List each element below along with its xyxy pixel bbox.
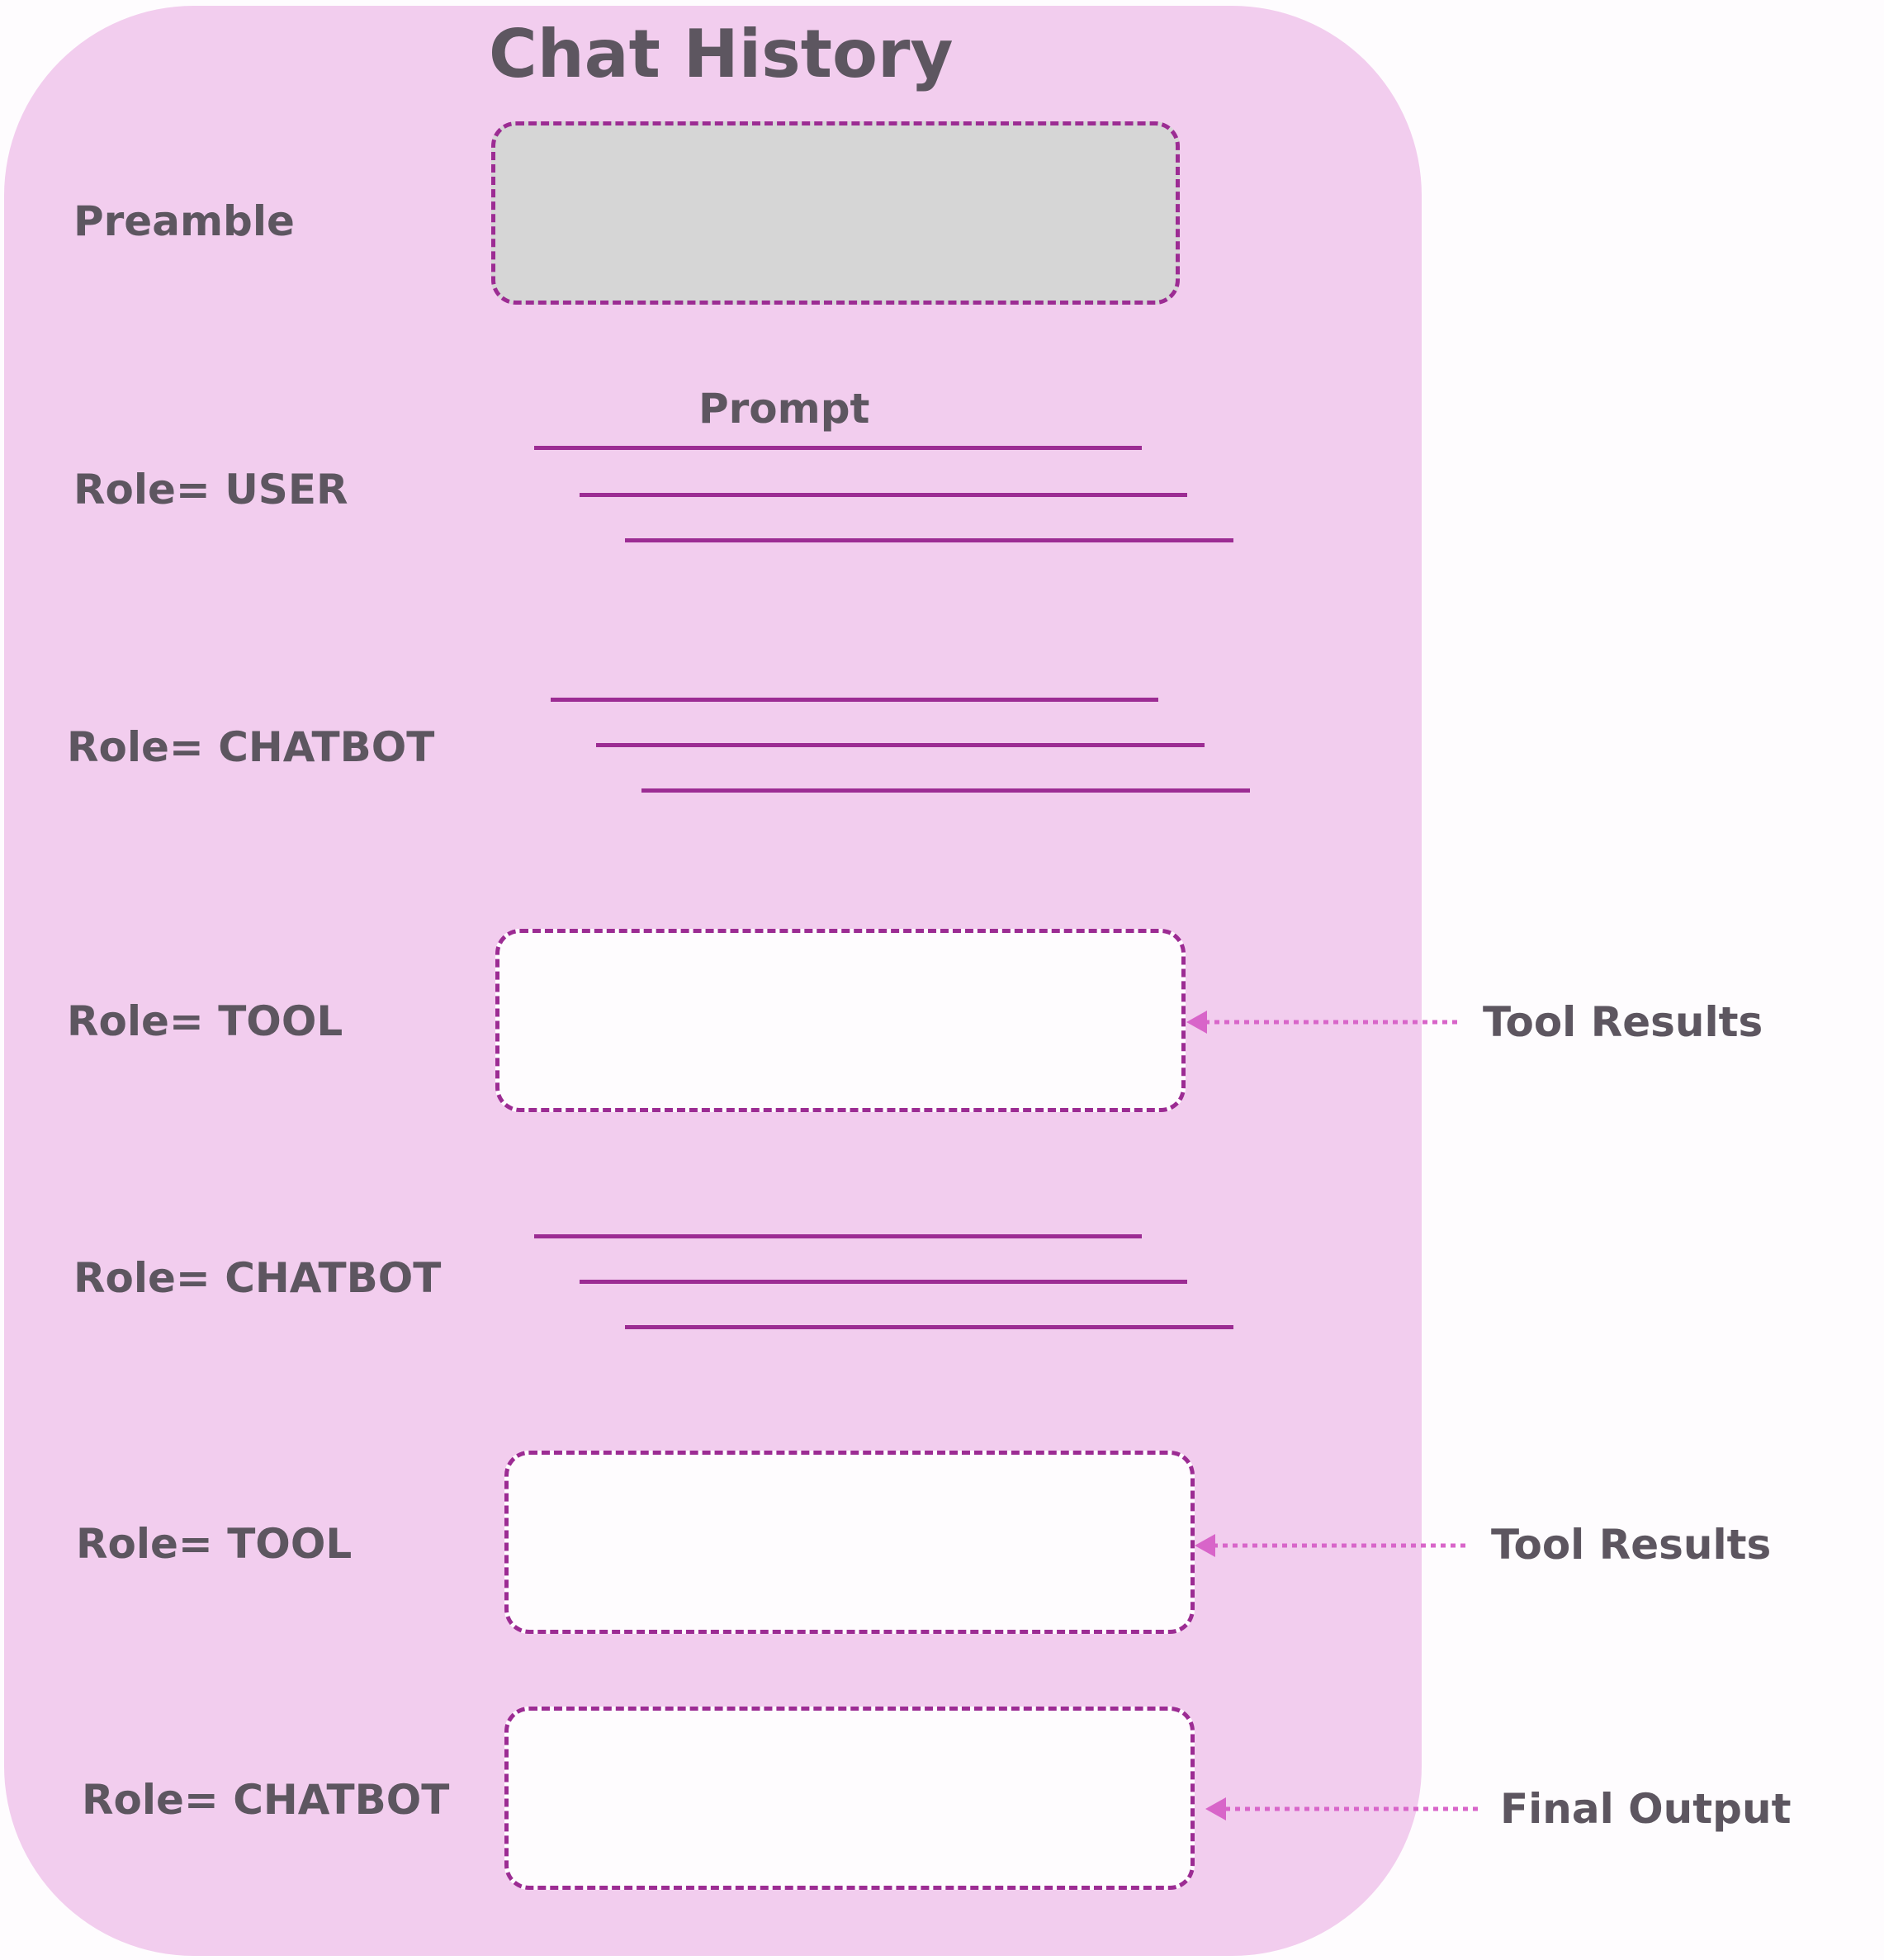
row-label-chatbot-1: Role= CHATBOT bbox=[67, 723, 435, 771]
row-label-chatbot-3: Role= CHATBOT bbox=[82, 1776, 450, 1824]
row-label-tool-1: Role= TOOL bbox=[67, 997, 343, 1045]
user-text-line-1 bbox=[534, 446, 1142, 450]
annotation-tool-results-1: Tool Results bbox=[1483, 998, 1763, 1046]
final-output-box bbox=[504, 1707, 1195, 1890]
row-label-chatbot-2: Role= CHATBOT bbox=[73, 1254, 442, 1302]
chatbot-text-line-2 bbox=[596, 743, 1205, 747]
chatbot-2-text-line-2 bbox=[580, 1280, 1187, 1284]
tool-result-box-2 bbox=[504, 1451, 1195, 1634]
arrow-tool-results-1 bbox=[1186, 1011, 1457, 1034]
chatbot-text-line-1 bbox=[551, 698, 1158, 702]
arrow-tool-results-2 bbox=[1195, 1534, 1465, 1557]
preamble-box bbox=[491, 121, 1180, 305]
user-text-line-3 bbox=[625, 538, 1233, 542]
tool-result-box-1 bbox=[495, 929, 1186, 1112]
annotation-tool-results-2: Tool Results bbox=[1491, 1521, 1772, 1569]
annotation-final-output: Final Output bbox=[1500, 1785, 1792, 1833]
chatbot-2-text-line-3 bbox=[625, 1325, 1233, 1329]
arrow-final-output bbox=[1205, 1797, 1478, 1820]
chatbot-text-line-3 bbox=[641, 788, 1250, 793]
user-text-line-2 bbox=[580, 493, 1187, 497]
row-label-tool-2: Role= TOOL bbox=[76, 1520, 353, 1568]
diagram-title: Chat History bbox=[489, 16, 954, 92]
row-label-preamble: Preamble bbox=[73, 197, 295, 245]
chatbot-2-text-line-1 bbox=[534, 1234, 1142, 1238]
row-label-user: Role= USER bbox=[73, 466, 348, 514]
prompt-label: Prompt bbox=[698, 385, 870, 433]
